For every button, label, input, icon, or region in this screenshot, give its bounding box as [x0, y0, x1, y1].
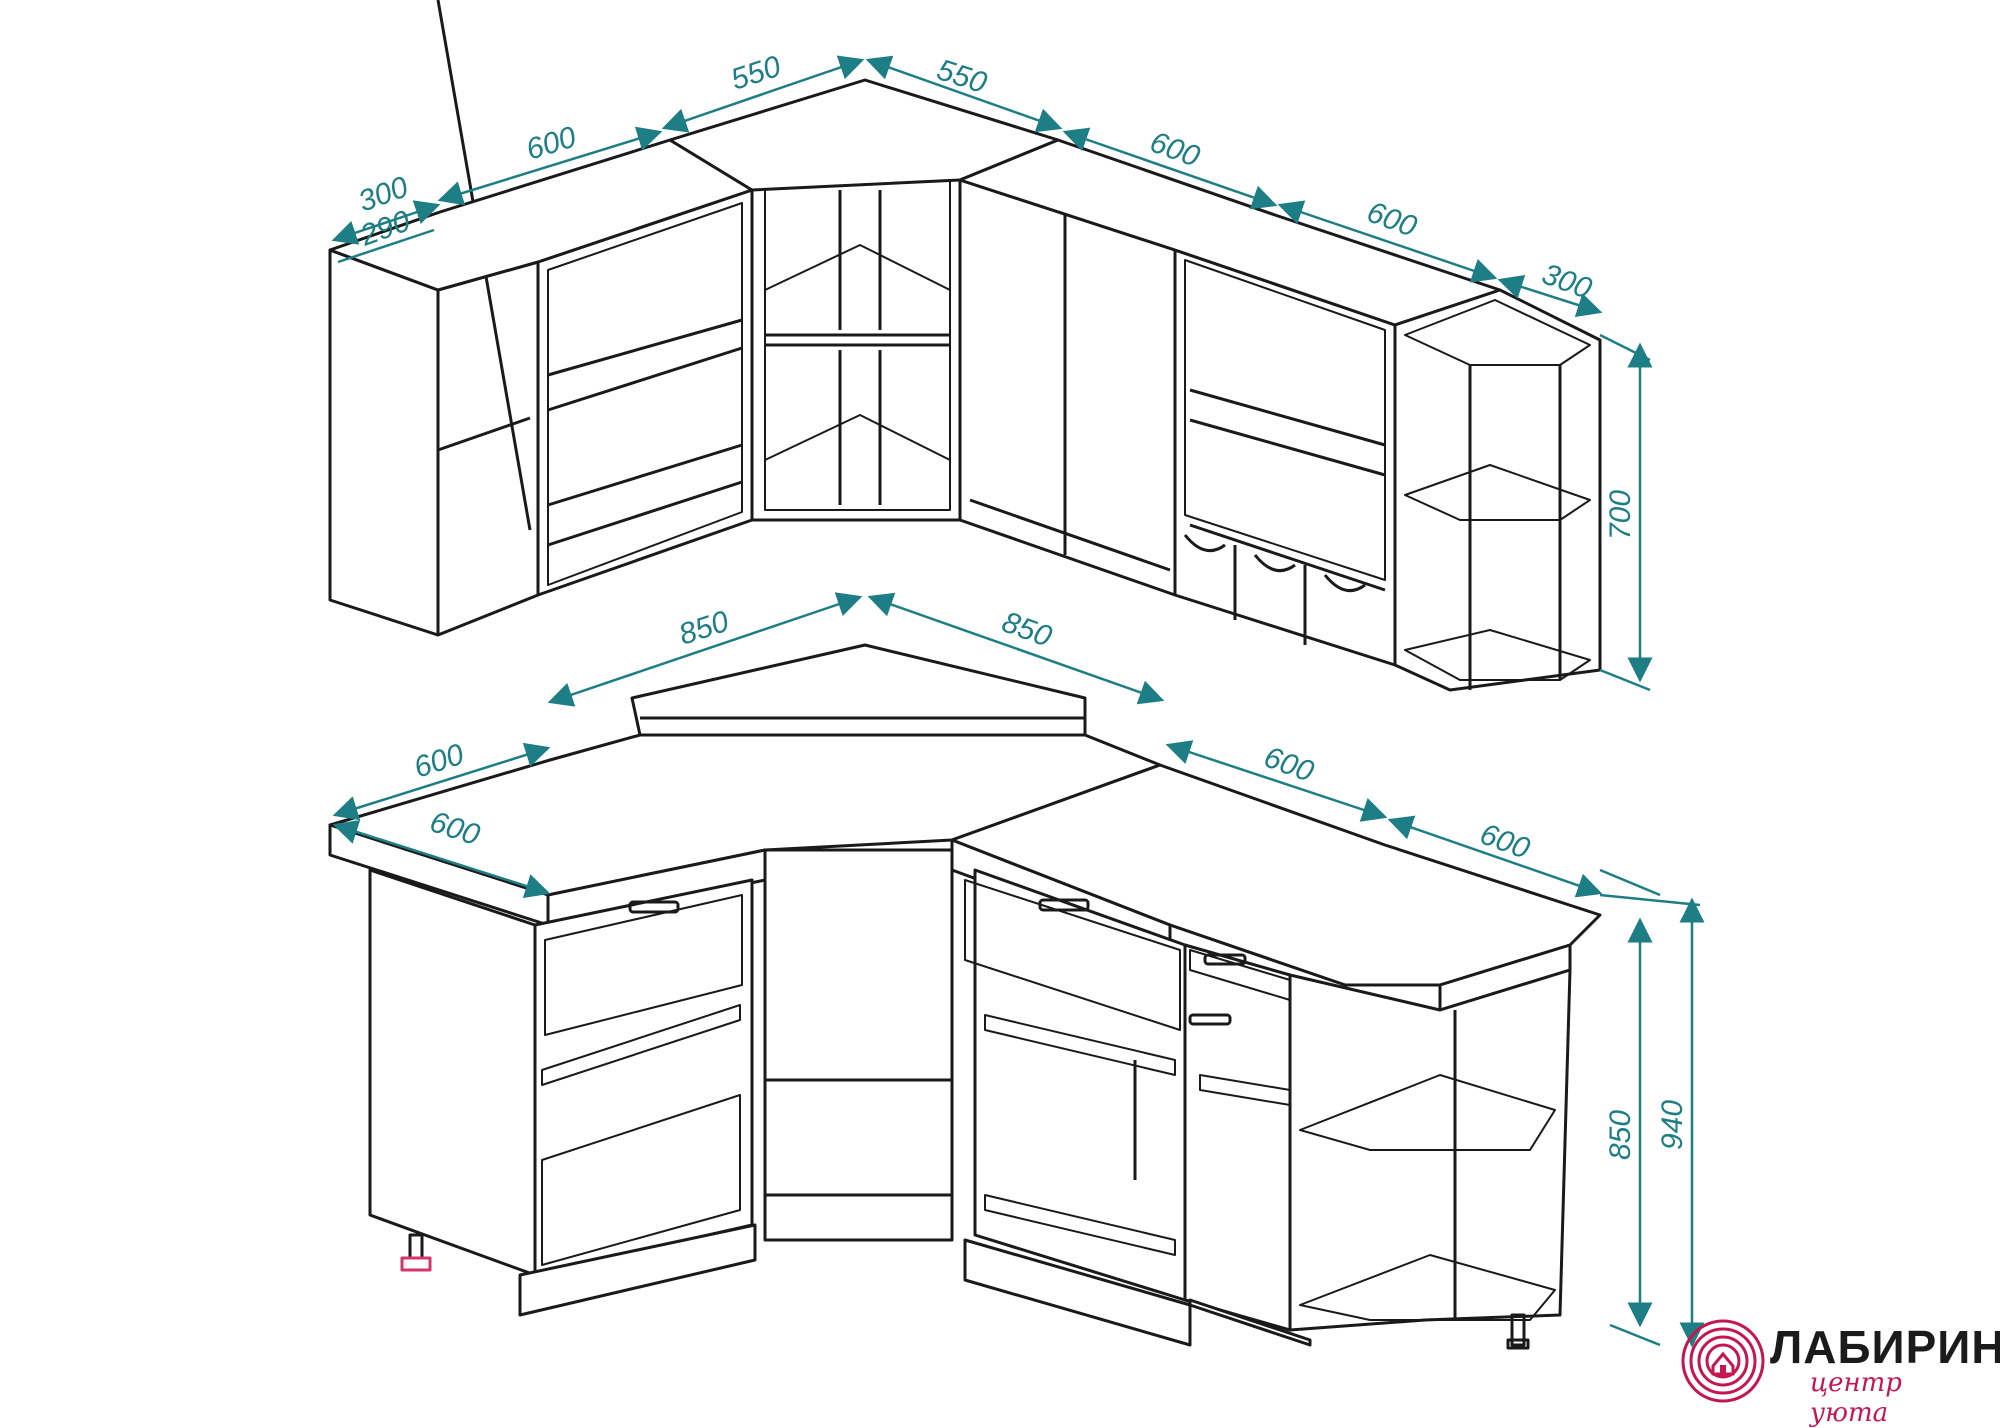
upper-corner-cabinet	[750, 138, 962, 522]
lower-left-side-panel	[368, 868, 537, 1277]
upper-right-end-shelf	[1393, 288, 1602, 692]
dim-lower-height-940: 940	[1656, 1100, 1689, 1150]
dim-upper-height-700: 700	[1604, 490, 1637, 540]
dim-lower-corner-left: 850	[675, 605, 733, 652]
upper-cabinets	[328, 0, 1602, 692]
brand-tagline: центр уюта	[1810, 1368, 1902, 1428]
dim-upper-corner-right: 550	[933, 53, 991, 100]
upper-left-end-panel	[328, 248, 440, 637]
dim-lower-right-600-b: 600	[1476, 818, 1535, 866]
dim-upper-right-600-a: 600	[1146, 126, 1205, 174]
lower-right-cabinet-2	[1183, 943, 1292, 1332]
dim-lower-right-600-a: 600	[1260, 741, 1319, 789]
brand-logo: ЛАБИРИНТ центр уюта	[1678, 1316, 2000, 1428]
dim-lower-left-depth: 600	[410, 738, 468, 785]
lower-corner-front	[763, 848, 954, 1242]
dim-upper-right-300: 300	[1538, 258, 1597, 306]
lower-cabinets	[328, 643, 1602, 1350]
brand-name: ЛАБИРИНТ	[1770, 1321, 2000, 1373]
lower-corner-raised-top	[630, 643, 1087, 737]
dim-lower-corner-right: 850	[998, 606, 1057, 654]
dim-lower-height-850: 850	[1604, 1110, 1637, 1160]
labyrinth-icon	[1681, 1319, 1765, 1403]
upper-left-open-cabinet	[436, 260, 540, 637]
dimension-lines	[331, 55, 1705, 1348]
